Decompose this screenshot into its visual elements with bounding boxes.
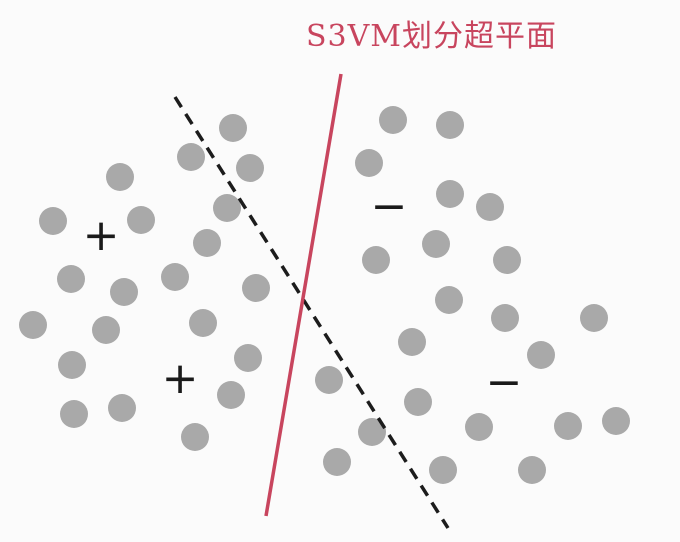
data-point	[219, 114, 247, 142]
data-point	[362, 246, 390, 274]
data-point	[242, 274, 270, 302]
data-point	[217, 381, 245, 409]
data-point	[106, 163, 134, 191]
data-point	[422, 230, 450, 258]
data-point	[429, 456, 457, 484]
data-point	[236, 154, 264, 182]
data-point	[110, 278, 138, 306]
data-point	[379, 106, 407, 134]
data-point	[57, 265, 85, 293]
data-point	[323, 448, 351, 476]
baseline-dashed-hyperplane	[173, 96, 450, 529]
data-point	[108, 394, 136, 422]
data-point	[435, 286, 463, 314]
data-point	[554, 412, 582, 440]
s3vm-hyperplane-title: S3VM划分超平面	[306, 19, 557, 54]
minus-sign-top: −	[371, 181, 408, 232]
minus-sign-bottom: −	[486, 357, 523, 408]
data-point	[213, 194, 241, 222]
data-point	[527, 341, 555, 369]
data-point	[493, 246, 521, 274]
data-point	[234, 344, 262, 372]
data-point	[60, 400, 88, 428]
data-point	[161, 263, 189, 291]
data-point	[518, 456, 546, 484]
s3vm-hyperplane-line	[264, 73, 343, 517]
data-point	[436, 111, 464, 139]
data-point	[177, 143, 205, 171]
data-point	[39, 207, 67, 235]
data-point	[404, 388, 432, 416]
data-point	[92, 316, 120, 344]
data-point	[436, 180, 464, 208]
data-point	[465, 413, 493, 441]
plus-sign-top: +	[83, 210, 120, 261]
data-point	[127, 206, 155, 234]
data-point	[189, 309, 217, 337]
data-point	[181, 423, 209, 451]
data-point	[19, 311, 47, 339]
data-point	[580, 304, 608, 332]
data-point	[193, 229, 221, 257]
data-point	[358, 418, 386, 446]
data-point	[602, 407, 630, 435]
data-points	[19, 106, 630, 484]
data-point	[398, 328, 426, 356]
data-point	[476, 193, 504, 221]
data-point	[315, 366, 343, 394]
plus-sign-bottom: +	[162, 353, 199, 404]
data-point	[491, 304, 519, 332]
data-point	[355, 149, 383, 177]
data-point	[58, 351, 86, 379]
